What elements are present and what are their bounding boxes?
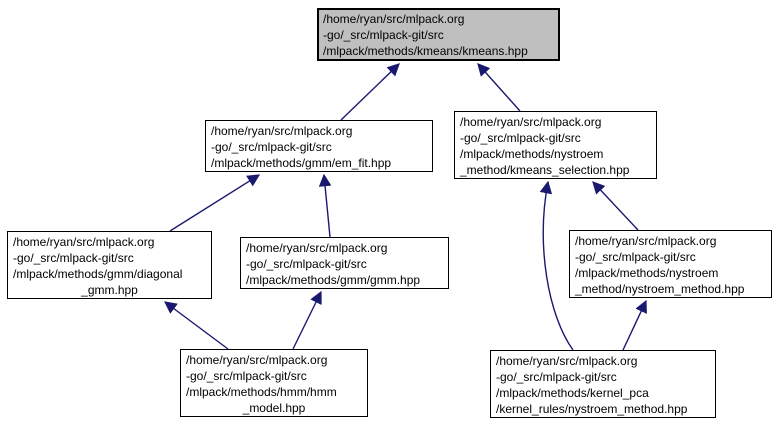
edge-diagonal_gmm-to-em_fit (169, 174, 261, 232)
node-nystroem-method-hpp[interactable]: /home/ryan/src/mlpack.org -go/_src/mlpac… (569, 230, 772, 298)
node-path-line: -go/_src/mlpack-git/src (496, 370, 617, 384)
node-kmeans-hpp[interactable]: /home/ryan/src/mlpack.org -go/_src/mlpac… (317, 8, 560, 61)
edge-nystroem_method-to-kmeans_selection (592, 181, 639, 231)
node-path-line: /home/ryan/src/mlpack.org (246, 241, 388, 255)
node-path-line: -go/_src/mlpack-git/src (460, 131, 581, 145)
node-hmm-model-hpp[interactable]: /home/ryan/src/mlpack.org -go/_src/mlpac… (180, 349, 368, 417)
node-path-line: /mlpack/methods/hmm/hmm (186, 385, 337, 399)
node-gmm-hpp[interactable]: /home/ryan/src/mlpack.org -go/_src/mlpac… (240, 237, 449, 289)
node-path-line: /mlpack/methods/gmm/em_fit.hpp (211, 156, 392, 170)
node-path-line: /home/ryan/src/mlpack.org (323, 12, 465, 26)
node-path-line: /home/ryan/src/mlpack.org (575, 234, 717, 248)
edge-hmm_model-to-diagonal_gmm (163, 301, 229, 350)
node-path-line: /mlpack/methods/kernel_pca (496, 386, 649, 400)
node-path-line: /mlpack/methods/nystroem (460, 147, 604, 161)
node-path-line: /home/ryan/src/mlpack.org (13, 235, 155, 249)
edge-em_fit-to-kmeans (340, 63, 400, 121)
node-path-line: -go/_src/mlpack-git/src (575, 250, 696, 264)
edge-kernel_pca-to-kmeans_selection (539, 180, 574, 351)
edge-kernel_pca-to-nystroem_method (622, 299, 647, 351)
node-path-line: /mlpack/methods/gmm/gmm.hpp (246, 273, 421, 287)
node-path-line: /mlpack/methods/kmeans/kmeans.hpp (323, 44, 528, 58)
node-diagonal-gmm-hpp[interactable]: /home/ryan/src/mlpack.org -go/_src/mlpac… (7, 231, 212, 299)
edge-kmeans_selection-to-kmeans (477, 63, 521, 112)
node-path-line: _method/nystroem_method.hpp (575, 282, 745, 296)
node-path-line: /mlpack/methods/gmm/diagonal (13, 267, 183, 281)
node-path-line: -go/_src/mlpack-git/src (211, 140, 332, 154)
node-path-line: /home/ryan/src/mlpack.org (460, 115, 602, 129)
node-path-line: -go/_src/mlpack-git/src (13, 251, 134, 265)
node-em-fit-hpp[interactable]: /home/ryan/src/mlpack.org -go/_src/mlpac… (205, 120, 433, 172)
node-path-line: _gmm.hpp (81, 283, 138, 297)
node-path-line: /home/ryan/src/mlpack.org (211, 124, 353, 138)
node-path-line: /home/ryan/src/mlpack.org (186, 353, 328, 367)
node-path-line: -go/_src/mlpack-git/src (246, 257, 367, 271)
node-path-line: -go/_src/mlpack-git/src (323, 28, 444, 42)
node-path-line: _model.hpp (242, 401, 306, 415)
edge-gmm-to-em_fit (318, 173, 332, 238)
node-path-line: _method/kmeans_selection.hpp (460, 163, 630, 177)
node-path-line: /mlpack/methods/nystroem (575, 266, 719, 280)
node-path-line: /home/ryan/src/mlpack.org (496, 354, 638, 368)
node-kernel-pca-nystroem-method-hpp[interactable]: /home/ryan/src/mlpack.org -go/_src/mlpac… (490, 350, 716, 418)
node-path-line: /kernel_rules/nystroem_method.hpp (496, 402, 688, 416)
edge-hmm_model-to-gmm (292, 290, 322, 350)
node-kmeans-selection-hpp[interactable]: /home/ryan/src/mlpack.org -go/_src/mlpac… (454, 111, 657, 179)
node-path-line: -go/_src/mlpack-git/src (186, 369, 307, 383)
